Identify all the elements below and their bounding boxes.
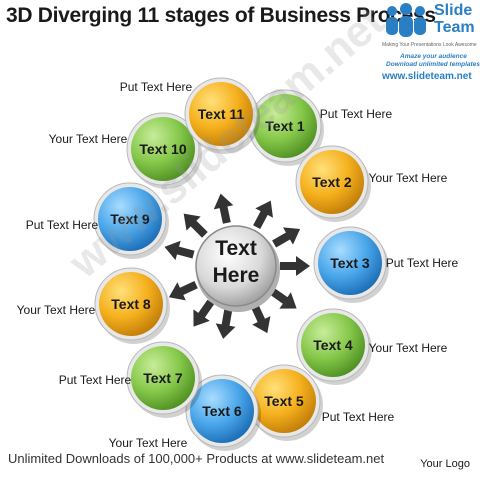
- nodes-group: Text 1 Text 2 Text 3 Text 4 Text 5 Text 6 Text…: [93, 77, 389, 451]
- stage-node: Text 11: [184, 77, 260, 154]
- external-label: Put Text Here: [26, 218, 99, 232]
- external-label: Your Text Here: [369, 341, 448, 355]
- diverging-arrow: [250, 304, 271, 334]
- external-label: Put Text Here: [120, 80, 193, 94]
- diverging-arrow: [280, 256, 310, 276]
- stage-node: Text 9: [93, 182, 169, 259]
- slideteam-logo[interactable]: Slide Team Making Your Presentations Loo…: [380, 0, 480, 85]
- stage-node: Text 7: [126, 341, 202, 418]
- external-label: Put Text Here: [386, 256, 459, 270]
- stage-node-body: [131, 117, 195, 181]
- stage-node-body: [189, 82, 253, 146]
- external-label: Put Text Here: [320, 107, 393, 121]
- logo-name-line1: Slide: [434, 2, 473, 19]
- arrow-shape: [272, 227, 301, 248]
- stage-node-body: [190, 379, 254, 443]
- team-people-icon: [386, 3, 426, 37]
- stage-node: Text 4: [296, 308, 372, 385]
- diverging-arrow: [183, 213, 208, 238]
- arrows-group: [164, 193, 310, 339]
- stage-node: Text 8: [94, 267, 170, 344]
- stage-node-body: [318, 231, 382, 295]
- diverging-arrow: [269, 287, 297, 309]
- logo-name-line2: Team: [434, 19, 475, 36]
- diverging-arrow: [193, 299, 215, 327]
- stage-node-body: [253, 94, 317, 158]
- stage-node-body: [99, 272, 163, 336]
- arrow-shape: [253, 200, 273, 230]
- stage-node-body: [252, 369, 316, 433]
- external-label: Put Text Here: [59, 373, 132, 387]
- stage-node-label: Text 7: [143, 370, 183, 386]
- external-label: Put Text Here: [322, 410, 395, 424]
- stage-node-label: Text 1: [265, 118, 305, 134]
- stage-node-label: Text 4: [313, 337, 353, 353]
- your-logo-text: Your Logo: [420, 458, 470, 470]
- diverging-arrow: [164, 240, 195, 261]
- footer-text: Unlimited Downloads of 100,000+ Products…: [8, 451, 385, 466]
- arrow-shape: [269, 287, 297, 309]
- arrow-shape: [213, 193, 234, 224]
- center-circle: Text Here: [195, 225, 280, 312]
- arrow-shape: [168, 280, 198, 301]
- stage-node: Text 3: [313, 226, 389, 303]
- center-text-line2: Here: [213, 264, 260, 287]
- stage-node-label: Text 10: [139, 141, 186, 157]
- external-label: Your Text Here: [49, 132, 128, 146]
- arrow-shape: [215, 308, 236, 339]
- stage-node-body: [301, 313, 365, 377]
- diverging-arrow: [213, 193, 234, 224]
- arrow-shape: [183, 213, 208, 238]
- page-title: 3D Diverging 11 stages of Business Proce…: [6, 4, 436, 27]
- logo-url-link[interactable]: www.slideteam.net: [382, 71, 472, 82]
- arrow-shape: [250, 304, 271, 334]
- stage-node: Text 2: [295, 145, 371, 222]
- diverging-arrow: [168, 280, 198, 301]
- stage-node: Text 1: [248, 89, 324, 166]
- logo-download-text: Download unlimited templates: [386, 61, 480, 68]
- stage-node-label: Text 6: [202, 403, 242, 419]
- external-label: Your Text Here: [369, 171, 448, 185]
- arrow-shape: [193, 299, 215, 327]
- stage-node: Text 10: [126, 112, 202, 189]
- stage-node-label: Text 9: [110, 211, 150, 227]
- stage-node-label: Text 3: [330, 255, 370, 271]
- stage-node-body: [131, 346, 195, 410]
- logo-tagline: Making Your Presentations Look Awesome: [382, 42, 477, 48]
- stage-node: Text 6: [185, 374, 261, 451]
- diverging-arrow: [272, 227, 301, 248]
- diverging-arrow: [215, 308, 236, 339]
- stage-node-body: [98, 187, 162, 251]
- arrow-shape: [164, 240, 195, 261]
- center-circle-body: [195, 225, 277, 307]
- center-text-line1: Text: [215, 237, 257, 260]
- stage-node-label: Text 11: [198, 106, 245, 122]
- diverging-arrow: [253, 200, 273, 230]
- stage-node-label: Text 2: [312, 174, 352, 190]
- stage-node-label: Text 8: [111, 296, 151, 312]
- external-label: Your Text Here: [17, 303, 96, 317]
- external-label: Your Text Here: [109, 436, 188, 450]
- stage-node: Text 5: [247, 364, 323, 441]
- stage-node-body: [300, 150, 364, 214]
- stage-node-label: Text 5: [264, 393, 304, 409]
- logo-amaze-text: Amaze your audience: [400, 53, 467, 60]
- arrow-shape: [280, 256, 310, 276]
